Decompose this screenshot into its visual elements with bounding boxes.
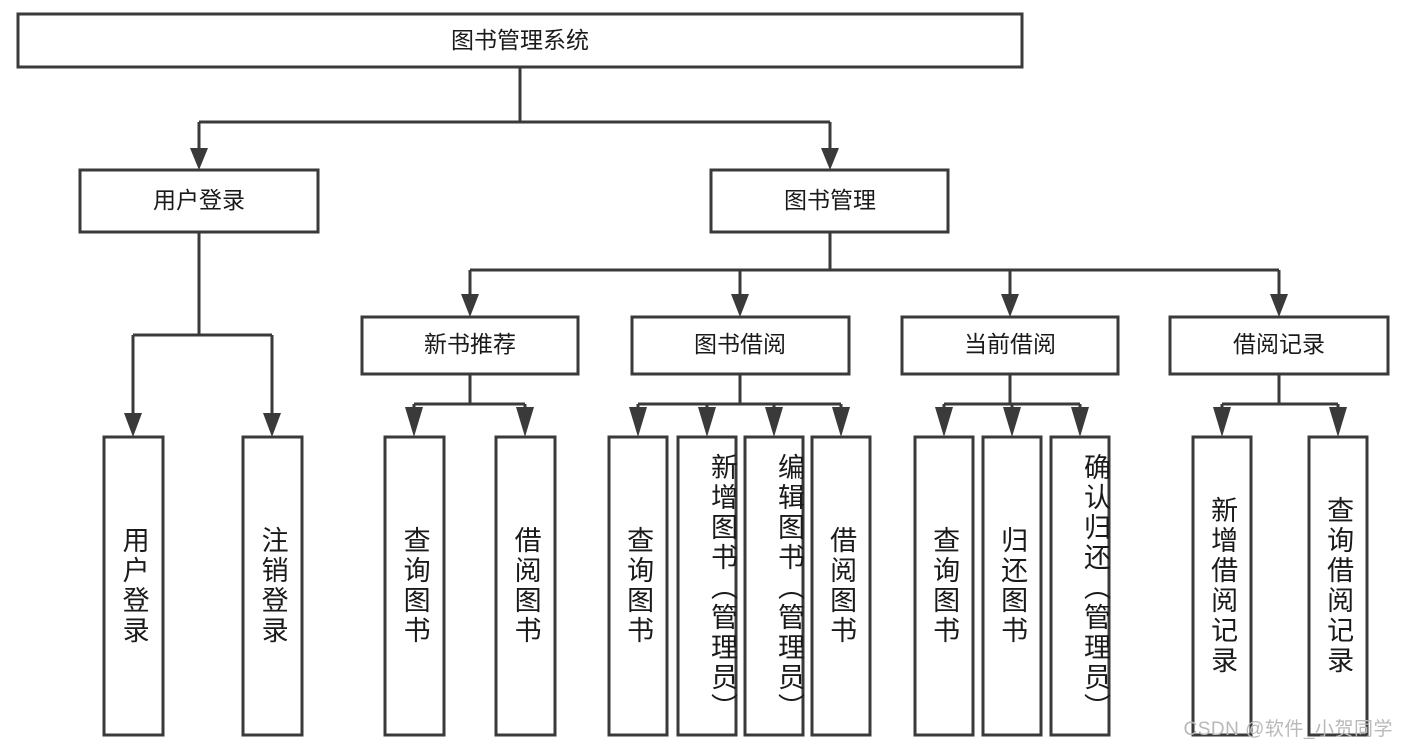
leaf-box-borrowrecord-add[interactable] xyxy=(1191,435,1253,737)
node-box-book-management[interactable] xyxy=(709,168,950,234)
leaf-box-bookborrow-borrow[interactable] xyxy=(810,435,872,737)
arrow-head-currentborrow-leaf2 xyxy=(1003,407,1021,437)
leaf-box-currentborrow-query[interactable] xyxy=(913,435,975,737)
node-box-borrow-record[interactable] xyxy=(1168,315,1390,376)
node-box-root[interactable] xyxy=(16,12,1024,69)
connector-group-currentborrow xyxy=(935,374,1089,437)
node-label-book-borrow: 图书借阅 xyxy=(694,331,786,357)
node-box-new-book-recommend[interactable] xyxy=(360,315,580,376)
arrow-head-leaf-user-login xyxy=(124,413,142,437)
arrow-head-bookborrow xyxy=(731,294,749,317)
node-label-current-borrow: 当前借阅 xyxy=(964,331,1056,357)
node-box-current-borrow[interactable] xyxy=(900,315,1120,376)
connector-group-bookmgmt xyxy=(461,232,1288,317)
leaf-box-currentborrow-return[interactable] xyxy=(981,435,1043,737)
connector-group-bookborrow xyxy=(629,374,850,437)
connector-group-newbook xyxy=(405,374,534,437)
leaf-box-bookborrow-edit[interactable] xyxy=(743,435,805,737)
arrow-head-borrowrecord xyxy=(1270,294,1288,317)
node-label-book-management: 图书管理 xyxy=(784,187,876,213)
arrow-head-newbook-leaf2 xyxy=(516,407,534,437)
connector-group-userlogin xyxy=(124,232,281,437)
leaf-box-newbook-borrow[interactable] xyxy=(494,435,557,737)
leaf-box-bookborrow-add[interactable] xyxy=(676,435,738,737)
arrow-head-borrowrecord-leaf2 xyxy=(1329,407,1347,437)
node-box-user-login[interactable] xyxy=(78,168,320,234)
leaf-box-bookborrow-query[interactable] xyxy=(607,435,669,737)
arrow-head-currentborrow-leaf1 xyxy=(935,407,953,437)
node-label-borrow-record: 借阅记录 xyxy=(1233,331,1325,357)
arrow-head-bookmgmt xyxy=(821,148,839,170)
node-label-root: 图书管理系统 xyxy=(451,27,589,53)
leaf-box-currentborrow-confirm[interactable] xyxy=(1049,435,1111,737)
arrow-head-newbook xyxy=(461,294,479,317)
node-label-new-book-recommend: 新书推荐 xyxy=(424,331,516,357)
arrow-head-bookborrow-leaf3 xyxy=(765,407,783,437)
csdn-watermark: CSDN @软件_小贺同学 xyxy=(1183,719,1393,740)
leaf-box-user-login-logout[interactable] xyxy=(241,435,304,737)
arrow-head-currentborrow-leaf3 xyxy=(1071,407,1089,437)
node-box-book-borrow[interactable] xyxy=(630,315,851,376)
arrow-head-bookborrow-leaf1 xyxy=(629,407,647,437)
arrow-head-newbook-leaf1 xyxy=(405,407,423,437)
leaf-box-borrowrecord-query[interactable] xyxy=(1307,435,1369,737)
arrow-head-bookborrow-leaf2 xyxy=(698,407,716,437)
arrow-head-userlogin xyxy=(190,148,208,170)
connector-group-root xyxy=(190,67,839,170)
arrow-head-bookborrow-leaf4 xyxy=(832,407,850,437)
arrow-head-leaf-logout xyxy=(263,413,281,437)
arrow-head-borrowrecord-leaf1 xyxy=(1213,407,1231,437)
leaf-box-newbook-query[interactable] xyxy=(383,435,446,737)
arrow-head-currentborrow xyxy=(1001,294,1019,317)
leaf-box-user-login-login[interactable] xyxy=(102,435,165,737)
connector-group-borrowrecord xyxy=(1213,374,1347,437)
node-label-user-login: 用户登录 xyxy=(153,187,245,213)
